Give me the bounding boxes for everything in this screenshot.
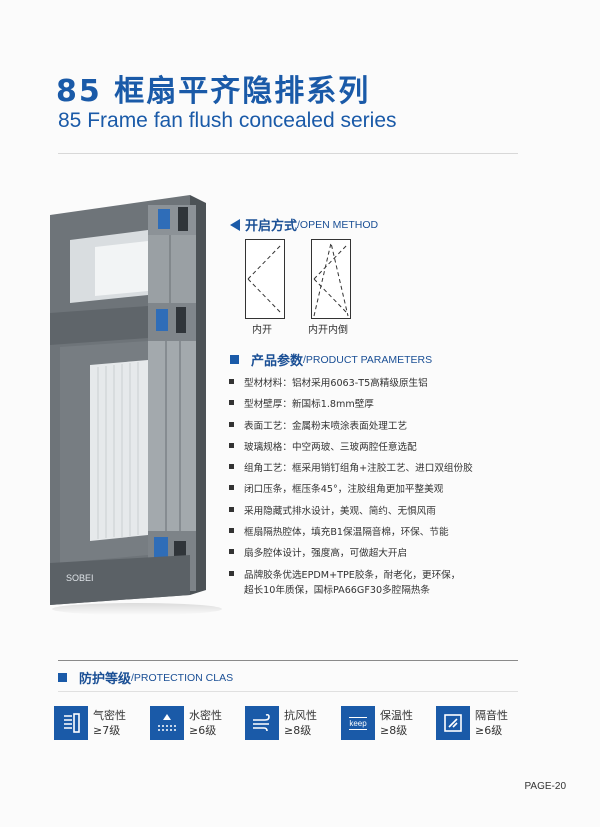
product-parameters-heading-en: /PRODUCT PARAMETERS [303,353,433,366]
protection-grade: ≥6级 [189,724,217,737]
list-item: 框扇隔热腔体，填充B1保温隔音棉，环保、节能 [229,524,529,545]
inward-open-diagram [245,239,285,319]
page-title: 85 框扇平齐隐排系列 [56,74,371,109]
list-item: 玻璃规格：中空两玻、三玻两腔任意选配 [229,439,529,460]
protection-item-soundproof: 隔音性 ≥6级 [436,706,508,740]
list-item: 表面工艺：金属粉末喷涂表面处理工艺 [229,418,529,439]
page-number: PAGE-20 [524,781,567,792]
square-bullet-icon [58,673,67,682]
list-item: 闭口压条，框压条45°，注胶组角更加平整美观 [229,481,529,502]
protection-heading-en: /PROTECTION CLAS [131,671,234,684]
protection-name: 气密性 [93,709,126,722]
brand-mark: SOBEI [66,573,94,583]
protection-name: 隔音性 [475,709,508,722]
protection-name: 水密性 [189,709,222,722]
tilt-turn-icon [313,242,349,317]
protection-grade: ≥6级 [475,724,503,737]
keep-icon: keep [341,706,375,740]
tilt-turn-label: 内开内倒 [308,325,348,336]
bullet-icon [229,506,234,512]
protection-item-airtight: 气密性 ≥7级 [54,706,126,740]
soundproof-icon [436,706,470,740]
list-item: 型材材料：铝材采用6063-T5高精级原生铝 [229,375,529,396]
list-item: 型材壁厚：新国标1.8mm壁厚 [229,396,529,417]
open-method-heading-en: /OPEN METHOD [297,218,379,231]
airtight-icon [54,706,88,740]
window-illustration: SOBEI [40,195,222,615]
bullet-icon [229,485,234,491]
bullet-icon [229,379,234,384]
bullet-icon [229,549,234,555]
bullet-icon [229,442,234,448]
list-item: 组角工艺：框采用销钉组角+注胶工艺、进口双组份胶 [229,460,529,481]
tilt-turn-diagram [311,239,351,319]
open-method-heading: 开启方式 /OPEN METHOD [230,215,378,234]
protection-grade: ≥8级 [380,724,408,737]
bullet-icon [229,528,234,534]
triangle-icon [230,218,240,231]
product-parameters-heading-zh: 产品参数 [251,354,304,369]
protection-divider-bottom [58,691,518,692]
square-bullet-icon [230,355,239,364]
title-divider [58,153,518,154]
open-method-heading-zh: 开启方式 [245,219,298,234]
protection-heading-zh: 防护等级 [79,672,132,687]
protection-grade: ≥7级 [93,724,121,737]
inward-open-label: 内开 [252,325,272,336]
protection-name: 保温性 [380,709,413,722]
product-parameter-list: 型材材料：铝材采用6063-T5高精级原生铝 型材壁厚：新国标1.8mm壁厚 表… [229,375,529,596]
inward-open-icon [247,243,283,315]
list-item: 扇多腔体设计，强度高，可做超大开启 [229,545,529,566]
illustration-shadow [52,603,222,615]
protection-name: 抗风性 [284,709,317,722]
bullet-icon [229,570,234,576]
protection-item-watertight: 水密性 ≥6级 [150,706,222,740]
page-subtitle: 85 Frame fan flush concealed series [58,109,397,132]
bullet-icon [229,464,234,470]
list-item-continuation: 超长10年质保，国标PA66GF30多腔隔热条 [244,584,431,596]
list-item: 品牌胶条优选EPDM+TPE胶条，耐老化，更环保， [229,567,529,588]
watertight-icon [150,706,184,740]
window-profile-image: SOBEI [50,195,206,605]
protection-heading: 防护等级 /PROTECTION CLAS [58,668,233,687]
protection-grade: ≥8级 [284,724,312,737]
product-parameters-heading: 产品参数 /PRODUCT PARAMETERS [230,350,432,369]
wind-icon [245,706,279,740]
protection-item-wind: 抗风性 ≥8级 [245,706,317,740]
bullet-icon [229,421,234,427]
bullet-icon [229,400,234,406]
protection-divider-top [58,660,518,661]
protection-item-insulation: keep 保温性 ≥8级 [341,706,413,740]
list-item: 采用隐藏式排水设计，美观、简约、无惧风雨 [229,503,529,524]
